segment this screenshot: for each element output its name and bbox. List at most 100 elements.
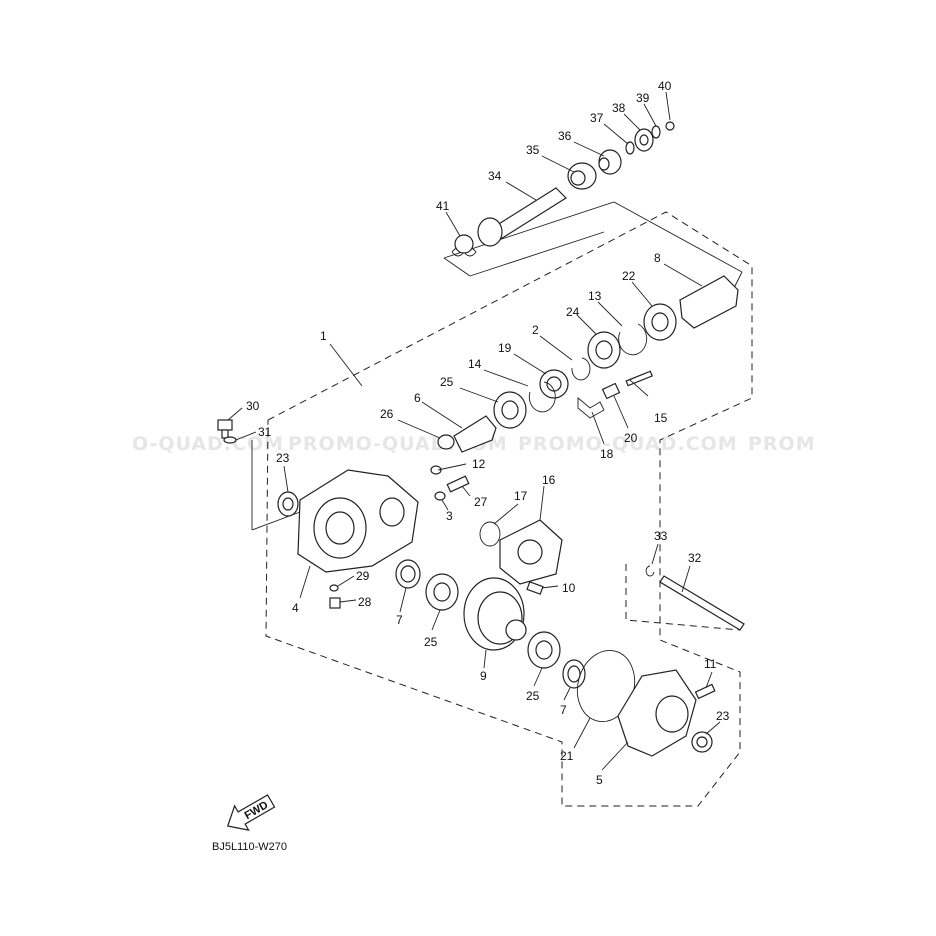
callout-16: 16 (542, 473, 556, 487)
callout-7-left: 7 (396, 613, 403, 627)
leader-38 (623, 113, 641, 131)
part-16-servo-motor-face (517, 539, 543, 565)
callout-25-right: 25 (526, 689, 540, 703)
part-31-washer (223, 436, 237, 444)
leader-34 (505, 181, 537, 201)
part-24-bearing-bore (595, 340, 613, 360)
input-shaft-group-box (443, 201, 743, 297)
callout-32: 32 (688, 551, 702, 565)
leader-35 (541, 155, 575, 173)
callout-14: 14 (468, 357, 482, 371)
leader-3 (441, 499, 449, 511)
leader-16 (539, 485, 545, 521)
callout-8: 8 (654, 251, 661, 265)
leader-2 (539, 335, 573, 361)
part-18-shift-fork (577, 397, 605, 419)
fwd-arrow-shape (226, 794, 276, 831)
part-32-shaft (659, 575, 745, 631)
callout-25-left: 25 (424, 635, 438, 649)
leader-17 (493, 503, 519, 525)
main-assembly-outline (265, 211, 753, 807)
callout-23-right: 23 (716, 709, 730, 723)
leader-31 (235, 431, 257, 441)
part-20-block (601, 382, 621, 400)
leader-30 (227, 407, 243, 421)
part-25-bearing-left-bore (433, 582, 451, 602)
input-shaft-box-edge-2 (469, 231, 605, 277)
callout-17: 17 (514, 489, 528, 503)
part-25-bearing-right-bore (535, 640, 553, 660)
leader-6 (421, 401, 463, 429)
leader-25-top (459, 387, 499, 403)
part-26-collar (437, 434, 455, 450)
part-34-shaft-gear (477, 217, 503, 247)
leader-4 (299, 565, 311, 599)
leader-13 (597, 301, 623, 327)
callout-15: 15 (654, 411, 668, 425)
callout-11: 11 (704, 657, 717, 671)
callout-26: 26 (380, 407, 394, 421)
callout-37: 37 (590, 111, 604, 125)
callout-12: 12 (472, 457, 486, 471)
callout-1: 1 (320, 329, 327, 343)
part-4-gear-case-inner (325, 511, 355, 545)
leader-lines (227, 91, 721, 771)
leader-25-right (533, 667, 543, 687)
callout-30: 30 (246, 399, 260, 413)
diagram-code: BJ5L110-W270 (212, 841, 287, 853)
part-9-differential-hub (505, 619, 527, 641)
callout-5: 5 (596, 773, 603, 787)
leader-9 (483, 649, 487, 669)
leader-33 (651, 543, 659, 565)
callout-36: 36 (558, 129, 572, 143)
callout-29: 29 (356, 569, 370, 583)
callout-4: 4 (292, 601, 299, 615)
leader-31-case (251, 511, 301, 531)
callout-18: 18 (600, 447, 614, 461)
leader-27 (461, 485, 471, 497)
leader-7-left (399, 587, 407, 613)
part-33-clip (645, 565, 655, 577)
callout-33: 33 (654, 529, 668, 543)
part-23-oil-seal-left-bore (282, 497, 294, 511)
leader-28 (339, 599, 357, 603)
leader-20 (613, 395, 629, 429)
fwd-arrow-icon: FWD (226, 794, 276, 831)
callout-13: 13 (588, 289, 602, 303)
part-22-bearing-bore (651, 312, 669, 332)
callout-28: 28 (358, 595, 372, 609)
callout-41: 41 (436, 199, 450, 213)
callout-6: 6 (414, 391, 421, 405)
leader-29 (337, 575, 355, 587)
callout-40: 40 (658, 79, 672, 93)
part-7-shim-left-bore (400, 565, 416, 583)
leader-8 (663, 263, 703, 287)
part-29-gasket (329, 584, 339, 592)
callout-27: 27 (474, 495, 488, 509)
leader-5 (601, 741, 629, 771)
leader-37 (603, 123, 629, 145)
leader-36 (573, 141, 605, 157)
callout-labels: 40 39 38 37 36 35 34 41 8 22 13 24 2 19 … (246, 79, 730, 787)
watermark-4: PROM (748, 433, 816, 455)
parts-layer (217, 121, 745, 757)
leader-15 (629, 379, 649, 397)
part-17-oring (479, 521, 501, 547)
callout-24: 24 (566, 305, 580, 319)
part-14-circlip (528, 381, 556, 413)
leader-41 (445, 211, 461, 237)
part-11-bolt (694, 683, 716, 700)
assembly-outlines (265, 201, 753, 807)
leader-23-left (283, 465, 289, 493)
callout-3: 3 (446, 509, 453, 523)
leader-11 (705, 671, 713, 689)
part-25-bearing-top-bore (501, 400, 519, 420)
callout-34: 34 (488, 169, 502, 183)
shaft-subassembly-outline (625, 564, 741, 631)
input-shaft-box-edge (443, 257, 471, 277)
callout-20: 20 (624, 431, 638, 445)
leader-25-left (431, 609, 441, 631)
callout-38: 38 (612, 101, 626, 115)
callout-39: 39 (636, 91, 650, 105)
fwd-label: FWD (243, 799, 271, 822)
